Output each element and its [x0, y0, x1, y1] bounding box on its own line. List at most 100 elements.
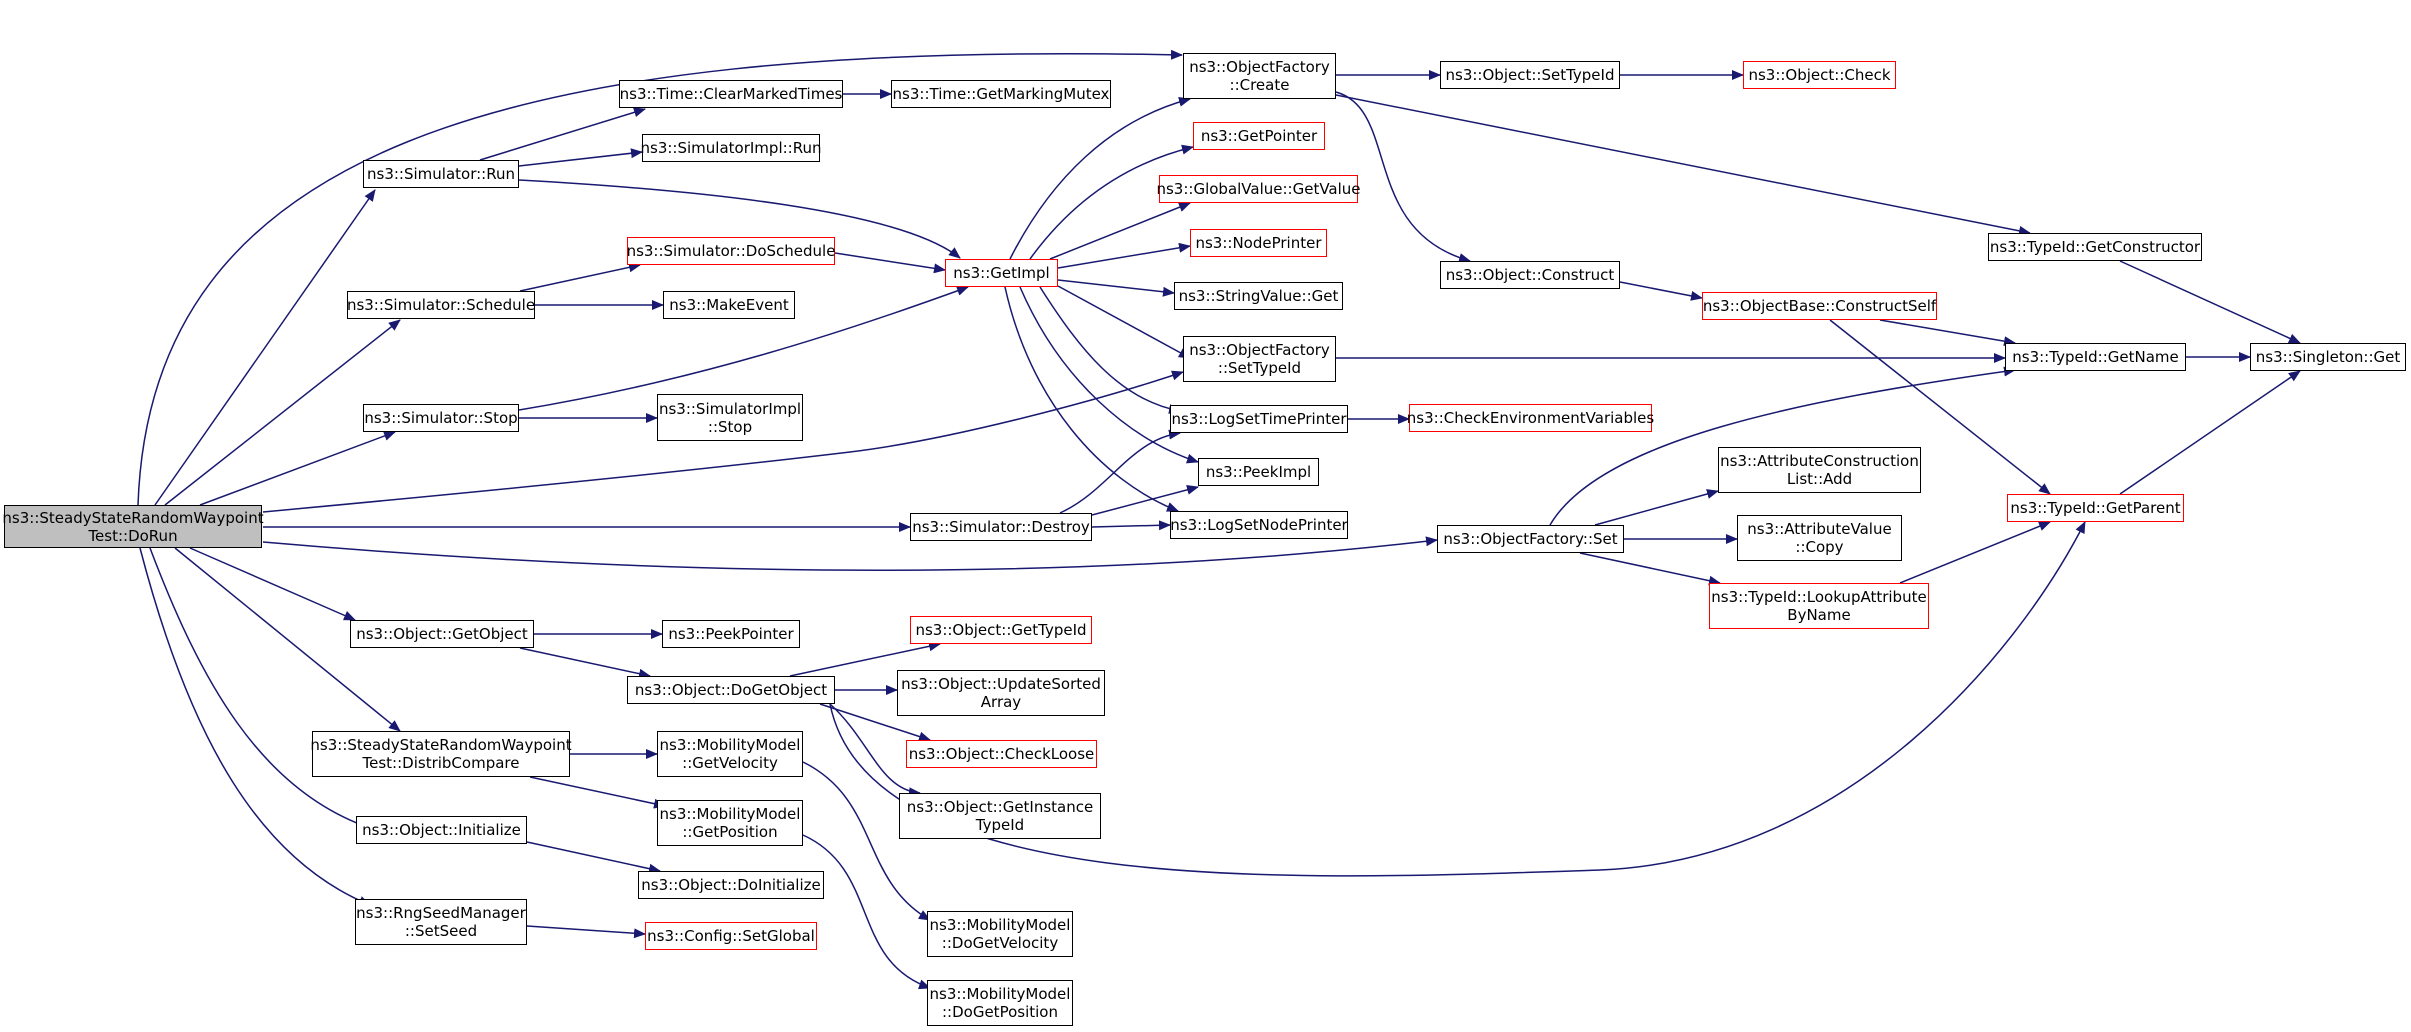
node-getimpl[interactable]: ns3::GetImpl [945, 259, 1058, 287]
node-ob-constructself[interactable]: ns3::ObjectBase::ConstructSelf [1702, 292, 1937, 320]
node-obj-gettypeid[interactable]: ns3::Object::GetTypeId [910, 616, 1092, 644]
edge-of_set-to-acl_add [1594, 489, 1719, 526]
edge-mm_getpos-to-mm_dogetpos [802, 834, 931, 990]
node-simimpl-run[interactable]: ns3::SimulatorImpl::Run [641, 134, 821, 162]
node-label-line: ::Create [1229, 76, 1290, 94]
node-label-line: ::GetPosition [682, 823, 778, 841]
node-label-line: ns3::ObjectBase::ConstructSelf [1702, 297, 1937, 315]
edge-sim_run-to-simimpl_run [518, 148, 643, 167]
node-mm-getpos[interactable]: ns3::MobilityModel::GetPosition [657, 800, 803, 846]
node-mm-dogetvel[interactable]: ns3::MobilityModel::DoGetVelocity [927, 911, 1073, 957]
node-label-line: ns3::MobilityModel [929, 916, 1071, 934]
node-obj-dogetobject[interactable]: ns3::Object::DoGetObject [627, 676, 835, 704]
node-label-line: ns3::NodePrinter [1195, 234, 1322, 252]
node-obj-doinit[interactable]: ns3::Object::DoInitialize [638, 871, 824, 899]
edge-sim_doschedule-to-getimpl [834, 252, 946, 274]
node-obj-construct[interactable]: ns3::Object::Construct [1440, 261, 1620, 289]
node-label-line: ns3::Object::DoInitialize [641, 876, 821, 894]
node-tid-getname[interactable]: ns3::TypeId::GetName [2005, 343, 2186, 371]
node-checkenv[interactable]: ns3::CheckEnvironmentVariables [1407, 404, 1654, 432]
edge-obj_dogetobject-to-obj_gettypeid [789, 641, 941, 677]
node-gv-getvalue[interactable]: ns3::GlobalValue::GetValue [1156, 175, 1361, 203]
node-mm-dogetpos[interactable]: ns3::MobilityModel::DoGetPosition [927, 980, 1073, 1026]
node-label-line: ::SetTypeId [1217, 359, 1302, 377]
node-obj-checkloose[interactable]: ns3::Object::CheckLoose [906, 740, 1097, 768]
node-time-clear[interactable]: ns3::Time::ClearMarkedTimes [619, 80, 843, 108]
node-label-line: ns3::Time::ClearMarkedTimes [619, 85, 843, 103]
node-sim-run[interactable]: ns3::Simulator::Run [363, 160, 519, 188]
node-sim-stop[interactable]: ns3::Simulator::Stop [363, 404, 519, 432]
edge-root-to-sim_stop [199, 431, 396, 506]
node-rng-setseed[interactable]: ns3::RngSeedManager::SetSeed [355, 899, 527, 945]
node-label-line: ns3::SteadyStateRandomWaypoint [2, 508, 264, 527]
node-label-line: ns3::ObjectFactory::Set [1443, 530, 1618, 548]
node-mm-getvel[interactable]: ns3::MobilityModel::GetVelocity [657, 731, 803, 777]
node-label-line: ::SetSeed [404, 922, 478, 940]
node-obj-check[interactable]: ns3::Object::Check [1743, 61, 1896, 89]
edge-getimpl-to-gv_getvalue [1049, 202, 1191, 260]
node-obj-settypeid[interactable]: ns3::Object::SetTypeId [1440, 61, 1620, 89]
node-simimpl-stop[interactable]: ns3::SimulatorImpl::Stop [657, 394, 803, 441]
edge-root-to-sim_run [154, 189, 376, 506]
node-label-line: ns3::ObjectFactory [1189, 58, 1330, 76]
node-sim-destroy[interactable]: ns3::Simulator::Destroy [910, 513, 1092, 541]
node-make-event[interactable]: ns3::MakeEvent [663, 291, 795, 319]
edge-rng_setseed-to-config_setglobal [526, 925, 646, 939]
node-label-line: ns3::LogSetNodePrinter [1170, 516, 1348, 534]
edge-ob_constructself-to-tid_getname [1879, 319, 2016, 347]
node-sim-schedule[interactable]: ns3::Simulator::Schedule [347, 291, 535, 319]
edge-of_create-to-tid_getconstructor [1335, 94, 2031, 236]
node-av-copy[interactable]: ns3::AttributeValue::Copy [1737, 515, 1902, 561]
node-label-line: ns3::TypeId::GetName [2012, 348, 2179, 366]
node-tid-getconstructor[interactable]: ns3::TypeId::GetConstructor [1988, 233, 2202, 261]
node-label-line: ns3::Object::SetTypeId [1445, 66, 1615, 84]
node-nodeprinter[interactable]: ns3::NodePrinter [1190, 229, 1327, 257]
edge-root-to-obj_initialize [149, 547, 371, 830]
node-label-line: ns3::Object::CheckLoose [908, 745, 1095, 763]
node-sim-doschedule[interactable]: ns3::Simulator::DoSchedule [627, 237, 835, 265]
node-peekpointer[interactable]: ns3::PeekPointer [662, 620, 800, 648]
edge-root-to-rng_setseed [139, 547, 371, 906]
edge-getimpl-to-logsetnode [1004, 286, 1179, 512]
node-label-line: ns3::GetPointer [1200, 127, 1318, 145]
node-getpointer[interactable]: ns3::GetPointer [1193, 122, 1325, 150]
node-label-line: ::Stop [707, 417, 753, 436]
edge-root-to-distribcompare [174, 547, 401, 732]
node-label-line: ns3::SteadyStateRandomWaypoint [310, 736, 572, 754]
node-singleton-get[interactable]: ns3::Singleton::Get [2250, 343, 2406, 371]
node-of-settypeid[interactable]: ns3::ObjectFactory::SetTypeId [1183, 336, 1336, 382]
node-label-line: ns3::Object::Initialize [362, 821, 521, 839]
node-config-setglobal[interactable]: ns3::Config::SetGlobal [645, 922, 817, 950]
node-label-line: ns3::Simulator::Stop [364, 409, 518, 427]
edge-distribcompare-to-mm_getpos [529, 776, 666, 809]
node-tid-getparent[interactable]: ns3::TypeId::GetParent [2007, 494, 2184, 522]
edge-sim_schedule-to-sim_doschedule [519, 262, 641, 292]
edge-obj_dogetobject-to-obj_getinstance [829, 703, 921, 798]
node-logsettime[interactable]: ns3::LogSetTimePrinter [1170, 405, 1348, 433]
node-time-mutex[interactable]: ns3::Time::GetMarkingMutex [891, 80, 1111, 108]
edge-of_set-to-tid_lookup [1579, 552, 1721, 586]
edges-layer [137, 49, 2301, 990]
node-obj-initialize[interactable]: ns3::Object::Initialize [356, 816, 527, 844]
node-stringvalue-get[interactable]: ns3::StringValue::Get [1174, 282, 1343, 310]
node-of-create[interactable]: ns3::ObjectFactory::Create [1183, 53, 1336, 99]
edge-sim_run-to-getimpl [518, 179, 961, 259]
edge-root-to-of_set [262, 536, 1438, 571]
node-of-set[interactable]: ns3::ObjectFactory::Set [1437, 525, 1624, 553]
node-peekimpl[interactable]: ns3::PeekImpl [1198, 458, 1319, 486]
edge-root-to-of_settypeid [262, 370, 1184, 513]
node-label-line: ns3::TypeId::GetParent [2010, 499, 2181, 517]
edge-getimpl-to-nodeprinter [1057, 242, 1191, 269]
node-label-line: Array [980, 693, 1022, 711]
node-obj-getobject[interactable]: ns3::Object::GetObject [350, 620, 534, 648]
node-label-line: ns3::StringValue::Get [1178, 287, 1339, 305]
node-logsetnode[interactable]: ns3::LogSetNodePrinter [1170, 511, 1348, 539]
node-label-line: ns3::ObjectFactory [1189, 341, 1330, 359]
